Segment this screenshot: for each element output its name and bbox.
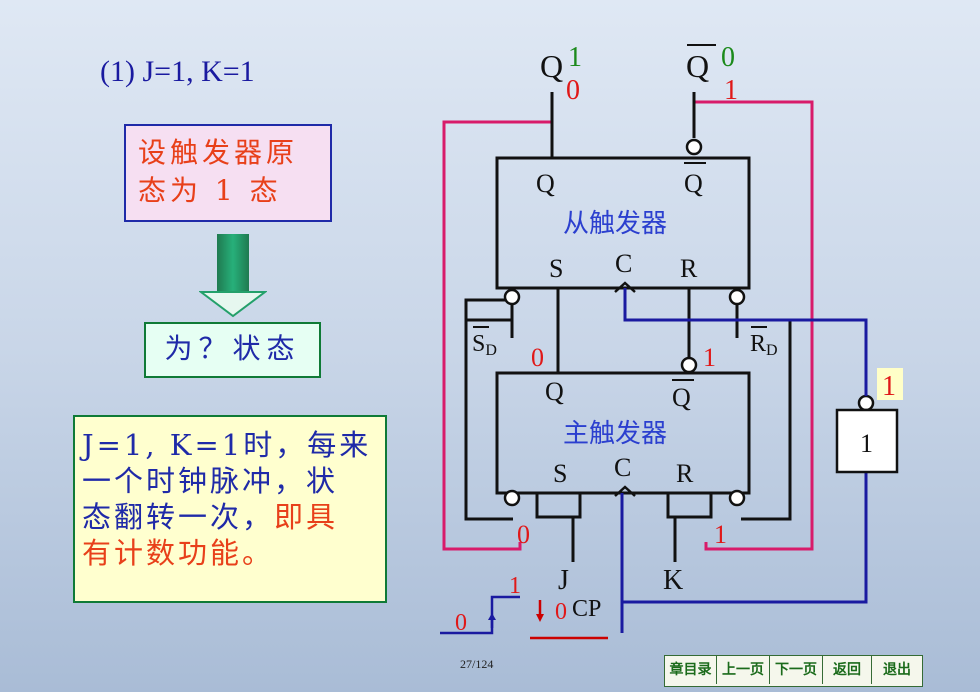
rd-label-main: R — [750, 331, 766, 357]
master-s-label: S — [553, 459, 567, 488]
master-qbar-label: Q — [672, 383, 691, 412]
output-qbar-value-next: 1 — [724, 75, 738, 106]
and-right-value: 1 — [714, 520, 727, 549]
note-line-4: 有计数功能。 — [82, 536, 275, 570]
note-line-1: J=1, K=1时，每来 — [82, 428, 372, 462]
output-q-value-next: 0 — [566, 75, 580, 106]
note-box: J=1, K=1时，每来 一个时钟脉冲，状 态翻转一次，即具 有计数功能。 — [73, 415, 387, 603]
sd-label-main: S — [472, 331, 485, 357]
prev-page-button[interactable]: 上一页 — [717, 656, 770, 684]
output-q-label: Q — [540, 48, 563, 84]
slave-s-label: S — [549, 254, 563, 283]
question-box: 为？状态 — [144, 322, 321, 378]
clock-value-low: 0 — [455, 610, 467, 636]
next-page-button[interactable]: 下一页 — [770, 656, 823, 684]
slave-name: 从触发器 — [563, 209, 667, 239]
clock-value-high: 1 — [509, 573, 521, 599]
chapter-menu-button[interactable]: 章目录 — [665, 656, 717, 684]
clock-value-now: 0 — [555, 599, 567, 625]
master-r-value: 1 — [703, 343, 716, 372]
output-qbar-label: Q — [686, 48, 709, 84]
sd-label-sub: D — [485, 342, 497, 359]
output-q-value-now: 1 — [568, 42, 582, 73]
not-output-value: 1 — [882, 371, 896, 402]
output-qbar-value-now: 0 — [721, 42, 735, 73]
not-gate-label: 1 — [860, 429, 873, 458]
master-s-value: 0 — [531, 343, 544, 372]
nav-bar: 章目录 上一页 下一页 返回 退出 — [664, 655, 923, 687]
master-name: 主触发器 — [563, 419, 667, 449]
back-button[interactable]: 返回 — [823, 656, 872, 684]
master-r-label: R — [676, 459, 694, 488]
pink-feedback-wires — [442, 100, 814, 551]
note-line-2: 一个时钟脉冲，状 — [82, 464, 339, 498]
j-input-label: J — [558, 565, 569, 596]
slave-c-label: C — [615, 249, 632, 278]
down-arrow-icon — [199, 234, 267, 318]
page-heading: (1) J=1, K=1 — [100, 55, 255, 88]
cp-label: CP — [572, 596, 601, 622]
assumption-line-1: 设触发器原 — [138, 136, 299, 169]
k-input-label: K — [663, 565, 683, 596]
master-clock-triangle — [614, 485, 636, 497]
black-wiring — [464, 92, 792, 562]
not-gate-box — [835, 408, 899, 474]
note-line-3: 态翻转一次，即具 — [82, 499, 385, 535]
rd-label: RD — [750, 331, 778, 359]
sd-label: SD — [472, 331, 497, 359]
blue-clock-wires — [620, 288, 868, 633]
note-line-3-red: 即具 — [274, 500, 339, 534]
overbars — [473, 44, 767, 381]
slave-qbar-label: Q — [684, 169, 703, 198]
master-q-label: Q — [545, 377, 564, 406]
assumption-box: 设触发器原 态为 1 态 — [124, 124, 332, 222]
master-c-label: C — [614, 453, 631, 482]
and-left-value: 0 — [517, 520, 530, 549]
rd-label-sub: D — [766, 342, 778, 359]
assumption-line-2: 态为 1 态 — [138, 174, 282, 207]
page-number: 27/124 — [460, 657, 494, 671]
clock-waveform — [440, 595, 608, 640]
exit-button[interactable]: 退出 — [883, 662, 911, 678]
slave-clock-triangle — [614, 281, 636, 293]
slave-r-label: R — [680, 254, 698, 283]
not-output-value-bg — [877, 368, 903, 400]
slave-q-label: Q — [536, 169, 555, 198]
note-line-3-blue: 态翻转一次， — [82, 500, 275, 534]
